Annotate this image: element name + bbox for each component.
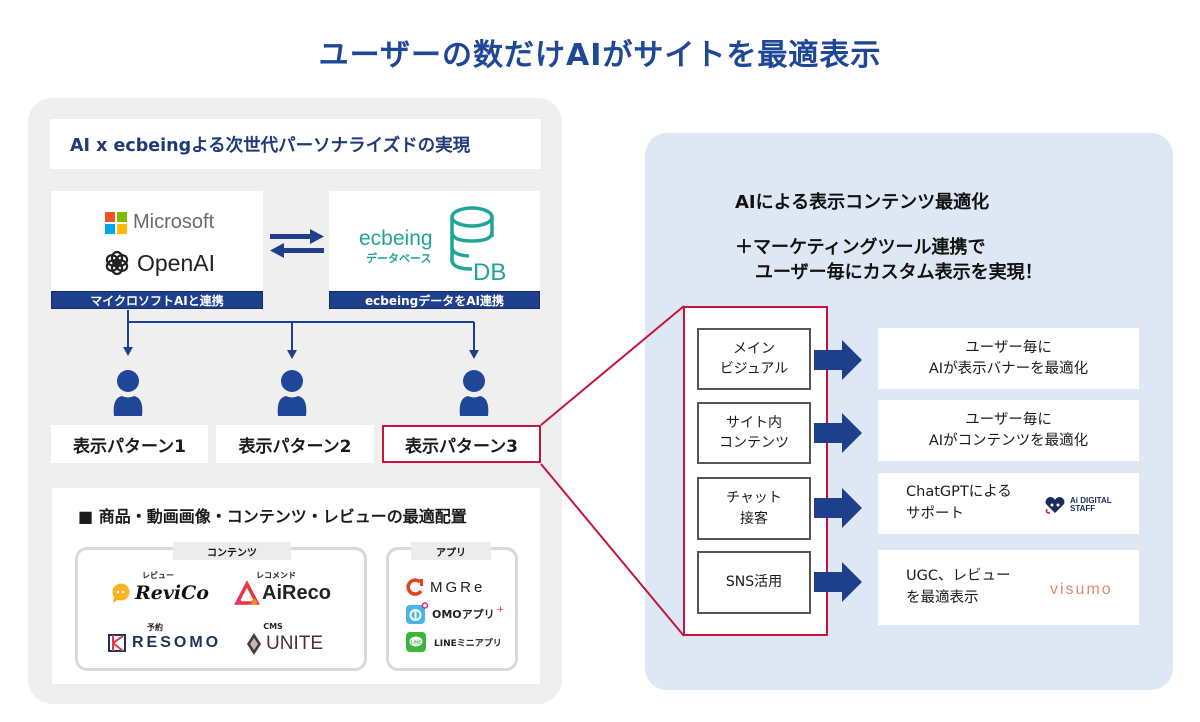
revico-logo: ReviCo: [111, 582, 209, 604]
recommend-category: レコメンド: [256, 571, 296, 580]
openai-label: OpenAI: [137, 249, 215, 276]
openai-knot-icon: [105, 250, 129, 276]
chat-bubble-icon: [112, 583, 130, 603]
unite-diamond-icon: [247, 633, 261, 655]
result-chat: ChatGPTによる サポート Ai DIGITAL STAFF: [878, 473, 1139, 534]
feature-site-contents: サイト内 コンテンツ: [697, 402, 811, 464]
ai-digital-staff-logo: Ai DIGITAL STAFF: [1044, 496, 1112, 514]
aireco-logo: AiReco: [234, 579, 331, 605]
microsoft-ai-bar: マイクロソフトAIと連携: [51, 291, 263, 309]
aireco-triangle-icon: [234, 579, 260, 605]
feature-sns: SNS活用: [697, 551, 811, 614]
result-main-visual: ユーザー毎に AIが表示バナーを最適化: [878, 328, 1139, 389]
left-panel-header: AI x ecbeingよる次世代パーソナライズドの実現: [50, 119, 541, 169]
right-panel-subtitle-line2: ユーザー毎にカスタム表示を実現！: [755, 262, 1043, 283]
ecbeing-database-label: データベース: [366, 252, 432, 265]
apps-group: アプリ MGRe OMOアプリ+ LINE LINEミニアプリ: [386, 542, 518, 671]
omo-app-icon: [406, 602, 429, 624]
microsoft-openai-box: Microsoft OpenAI: [51, 191, 263, 291]
cms-category: CMS: [263, 622, 283, 631]
arrow-right-icon: [814, 413, 862, 453]
robot-heart-icon: [1045, 497, 1065, 514]
arrow-right-icon: [814, 340, 862, 380]
database-icon: DB: [450, 206, 506, 286]
review-category: レビュー: [142, 571, 174, 580]
omo-app-logo: OMOアプリ+: [406, 602, 504, 624]
apps-group-label: アプリ: [411, 542, 491, 560]
arrow-down-icon: [287, 350, 297, 359]
exchange-arrows-icon: [270, 229, 324, 258]
resomo-icon: [108, 634, 126, 652]
right-panel-subtitle-line1: ＋マーケティングツール連携で: [735, 237, 986, 258]
microsoft-grid-icon: [105, 211, 127, 234]
contents-group: コンテンツ レビュー ReviCo レコメンド AiReco 予約 RESOMO…: [75, 542, 367, 671]
feature-chat: チャット 接客: [697, 477, 811, 540]
unite-logo: UNITE: [246, 632, 323, 656]
page-title: ユーザーの数だけAIがサイトを最適表示: [318, 38, 882, 73]
mgre-icon: [406, 578, 423, 596]
arrow-down-icon: [469, 350, 479, 359]
ecbeing-brand: ecbeing: [359, 227, 433, 250]
openai-logo: OpenAI: [103, 249, 215, 277]
contents-group-label: コンテンツ: [173, 542, 291, 560]
display-pattern-2: 表示パターン2: [216, 425, 374, 463]
placement-title: ■ 商品・動画画像・コンテンツ・レビューの最適配置: [78, 507, 467, 526]
display-pattern-1: 表示パターン1: [51, 425, 208, 463]
microsoft-label: Microsoft: [133, 211, 215, 233]
display-pattern-3: 表示パターン3: [382, 425, 541, 463]
visumo-logo: visumo: [1050, 581, 1113, 598]
arrow-down-icon: [123, 347, 133, 356]
reservation-category: 予約: [147, 623, 163, 632]
user-icon: [459, 370, 489, 416]
microsoft-logo: Microsoft: [105, 211, 214, 234]
feature-main-visual: メイン ビジュアル: [697, 328, 811, 390]
line-mini-app-logo: LINE LINEミニアプリ: [406, 632, 502, 652]
result-sns: UGC、レビュー を最適表示 visumo: [878, 550, 1139, 625]
arrow-right-icon: [814, 488, 862, 528]
right-panel-title: AIによる表示コンテンツ最適化: [735, 192, 990, 213]
db-label: DB: [473, 259, 506, 286]
line-icon: LINE: [406, 632, 426, 652]
result-site-contents: ユーザー毎に AIがコンテンツを最適化: [878, 400, 1139, 461]
user-icon: [113, 370, 143, 416]
resomo-logo: RESOMO: [108, 634, 221, 652]
ecbeing-database-box: ecbeing データベース DB: [329, 191, 540, 291]
user-icon: [277, 370, 307, 416]
arrow-right-icon: [814, 562, 862, 602]
ecbeing-ai-bar: ecbeingデータをAI連携: [329, 291, 540, 309]
branch-connector: [123, 310, 479, 359]
svg-text:LINE: LINE: [411, 640, 421, 645]
mgre-logo: MGRe: [406, 578, 485, 596]
